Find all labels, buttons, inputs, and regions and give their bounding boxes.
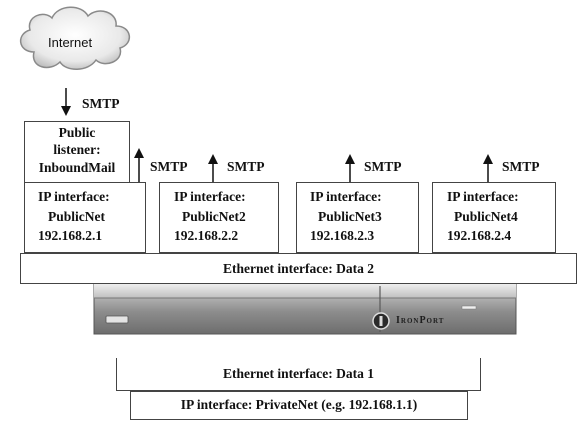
ironport-brand-label: IronPort (396, 315, 445, 326)
ip-interface-title-2: IP interface: (174, 189, 246, 204)
ironport-appliance (93, 283, 517, 335)
ip-interface-name-2: PublicNet2 (182, 209, 246, 224)
listener-line-2: listener: (53, 142, 101, 157)
ip-interface-title-4: IP interface: (447, 189, 519, 204)
ethernet-data1-label: Ethernet interface: Data 1 (222, 366, 375, 381)
ethernet-interface-data1 (116, 358, 481, 391)
ip-interface-name-1: PublicNet (48, 209, 105, 224)
ip-interface-address-1: 192.168.2.1 (38, 228, 103, 243)
ip-interface-address-3: 192.168.2.3 (310, 228, 375, 243)
outbound-smtp-arrow-2 (208, 154, 218, 182)
smtp-label-inbound: SMTP (82, 96, 120, 111)
internet-cloud (20, 6, 130, 70)
smtp-label-1: SMTP (150, 159, 188, 174)
ip-interface-box-2 (159, 182, 279, 253)
smtp-label-4: SMTP (502, 159, 540, 174)
smtp-label-2: SMTP (227, 159, 265, 174)
inbound-smtp-arrow (61, 88, 71, 116)
private-ip-interface-box (130, 391, 468, 420)
ip-interface-address-4: 192.168.2.4 (447, 228, 512, 243)
ip-interface-name-3: PublicNet3 (318, 209, 382, 224)
ip-interface-title-3: IP interface: (310, 189, 382, 204)
ip-interface-box-4 (432, 182, 556, 253)
outbound-smtp-arrow-4 (483, 154, 493, 182)
listener-line-3: InboundMail (38, 160, 116, 175)
ip-interface-box-3 (296, 182, 419, 253)
ip-interface-title-1: IP interface: (38, 189, 110, 204)
smtp-label-3: SMTP (364, 159, 402, 174)
ethernet-data2-label: Ethernet interface: Data 2 (222, 261, 375, 276)
ip-interface-address-2: 192.168.2.2 (174, 228, 239, 243)
listener-line-1: Public (58, 125, 96, 140)
private-ip-interface-label: IP interface: PrivateNet (e.g. 192.168.1… (180, 397, 418, 412)
public-listener-box (24, 121, 130, 183)
outbound-smtp-arrow-3 (345, 154, 355, 182)
ip-interface-box-1 (24, 182, 146, 253)
internet-label: Internet (48, 35, 93, 50)
ethernet-interface-data2 (20, 253, 577, 284)
ip-interface-name-4: PublicNet4 (454, 209, 518, 224)
